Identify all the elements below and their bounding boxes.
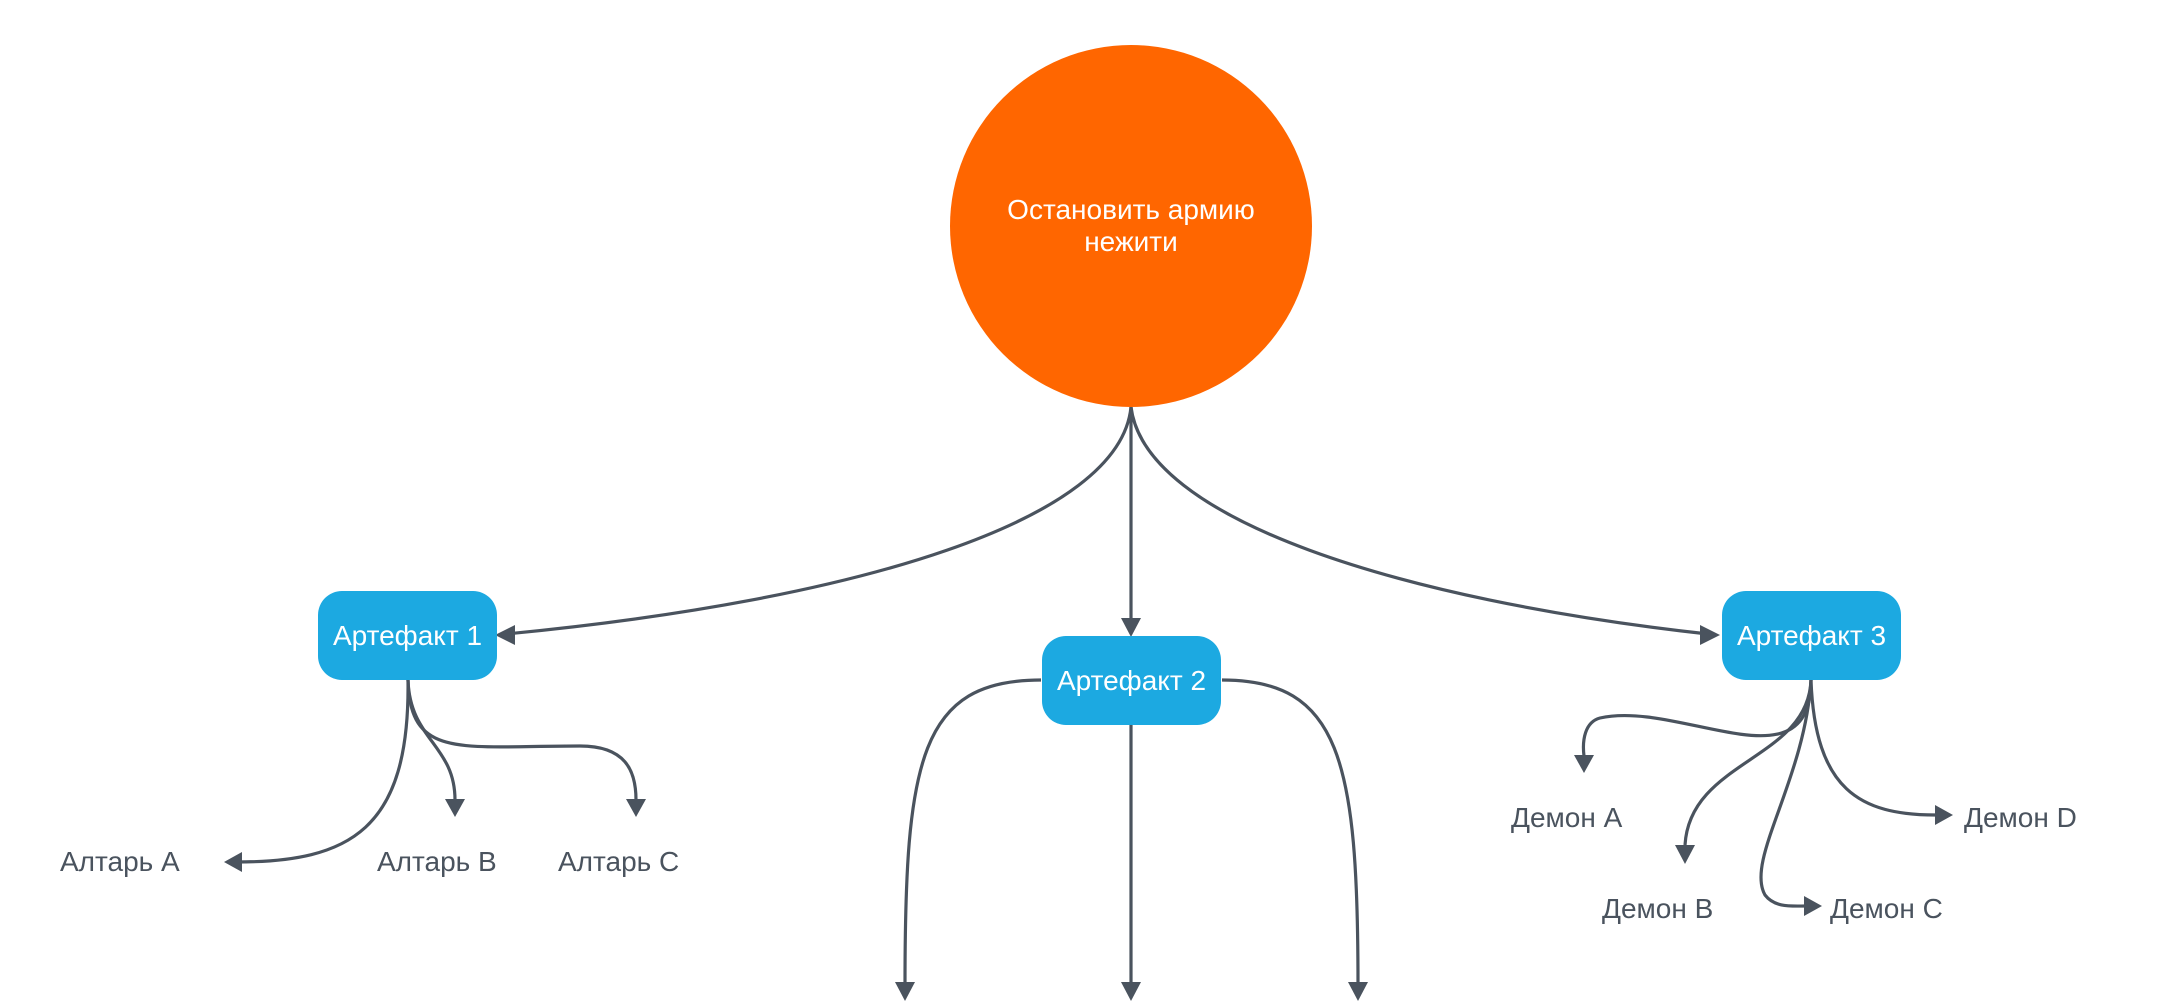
artifact-2-label: Артефакт 2	[1056, 664, 1207, 696]
connector-artifact-3-to-demon-b	[1683, 679, 1813, 846]
arrowhead-demon-c	[1804, 896, 1822, 916]
connector-artifact-3-to-demon-c	[1759, 679, 1813, 908]
arrowhead-artifact-2-right	[1348, 982, 1368, 1001]
connector-artifact-1-to-altar-b	[406, 679, 457, 801]
artifact-3-label: Артефакт 3	[1736, 619, 1887, 651]
demon-d-label[interactable]: Демон D	[1964, 802, 2077, 833]
demon-c-label[interactable]: Демон C	[1830, 893, 1943, 924]
artifact-node-3[interactable]: Артефакт 3	[1722, 591, 1901, 680]
goal-label: Остановить армию нежити	[1007, 193, 1255, 257]
connector-artifact-2-left	[903, 678, 1042, 986]
arrowhead-artifact-3	[1700, 625, 1720, 645]
arrowhead-demon-b	[1675, 845, 1695, 864]
connector-artifact-3-to-demon-d	[1809, 679, 1937, 817]
arrowhead-artifact-2-center	[1121, 982, 1141, 1001]
demon-a-label[interactable]: Демон A	[1511, 802, 1623, 833]
arrowhead-altar-c	[626, 799, 646, 817]
altar-a-label[interactable]: Алтарь A	[60, 846, 180, 877]
arrowhead-altar-b	[445, 799, 465, 817]
connector-artifact-2-right	[1221, 678, 1360, 986]
artifact-node-2[interactable]: Артефакт 2	[1042, 636, 1221, 725]
connector-goal-to-artifact-3	[1129, 406, 1709, 636]
altar-c-label[interactable]: Алтарь C	[558, 846, 680, 877]
demon-b-label[interactable]: Демон B	[1602, 893, 1714, 924]
artifact-1-label: Артефакт 1	[332, 619, 483, 651]
arrowhead-artifact-2-left	[895, 982, 915, 1001]
artifact-node-1[interactable]: Артефакт 1	[318, 591, 497, 680]
goal-node[interactable]: Остановить армию нежити	[950, 45, 1312, 407]
altar-b-label[interactable]: Алтарь B	[377, 846, 497, 877]
connector-artifact-3-to-demon-a	[1581, 679, 1813, 757]
arrowhead-demon-d	[1935, 805, 1953, 825]
arrowhead-altar-a	[224, 852, 242, 872]
connector-artifact-1-to-altar-c	[406, 679, 638, 801]
arrowhead-demon-a	[1574, 755, 1594, 773]
arrowhead-artifact-1	[495, 625, 515, 645]
arrowhead-artifact-2	[1121, 618, 1141, 637]
connector-artifact-1-to-altar-a	[235, 679, 410, 864]
connector-goal-to-artifact-1	[505, 406, 1133, 636]
